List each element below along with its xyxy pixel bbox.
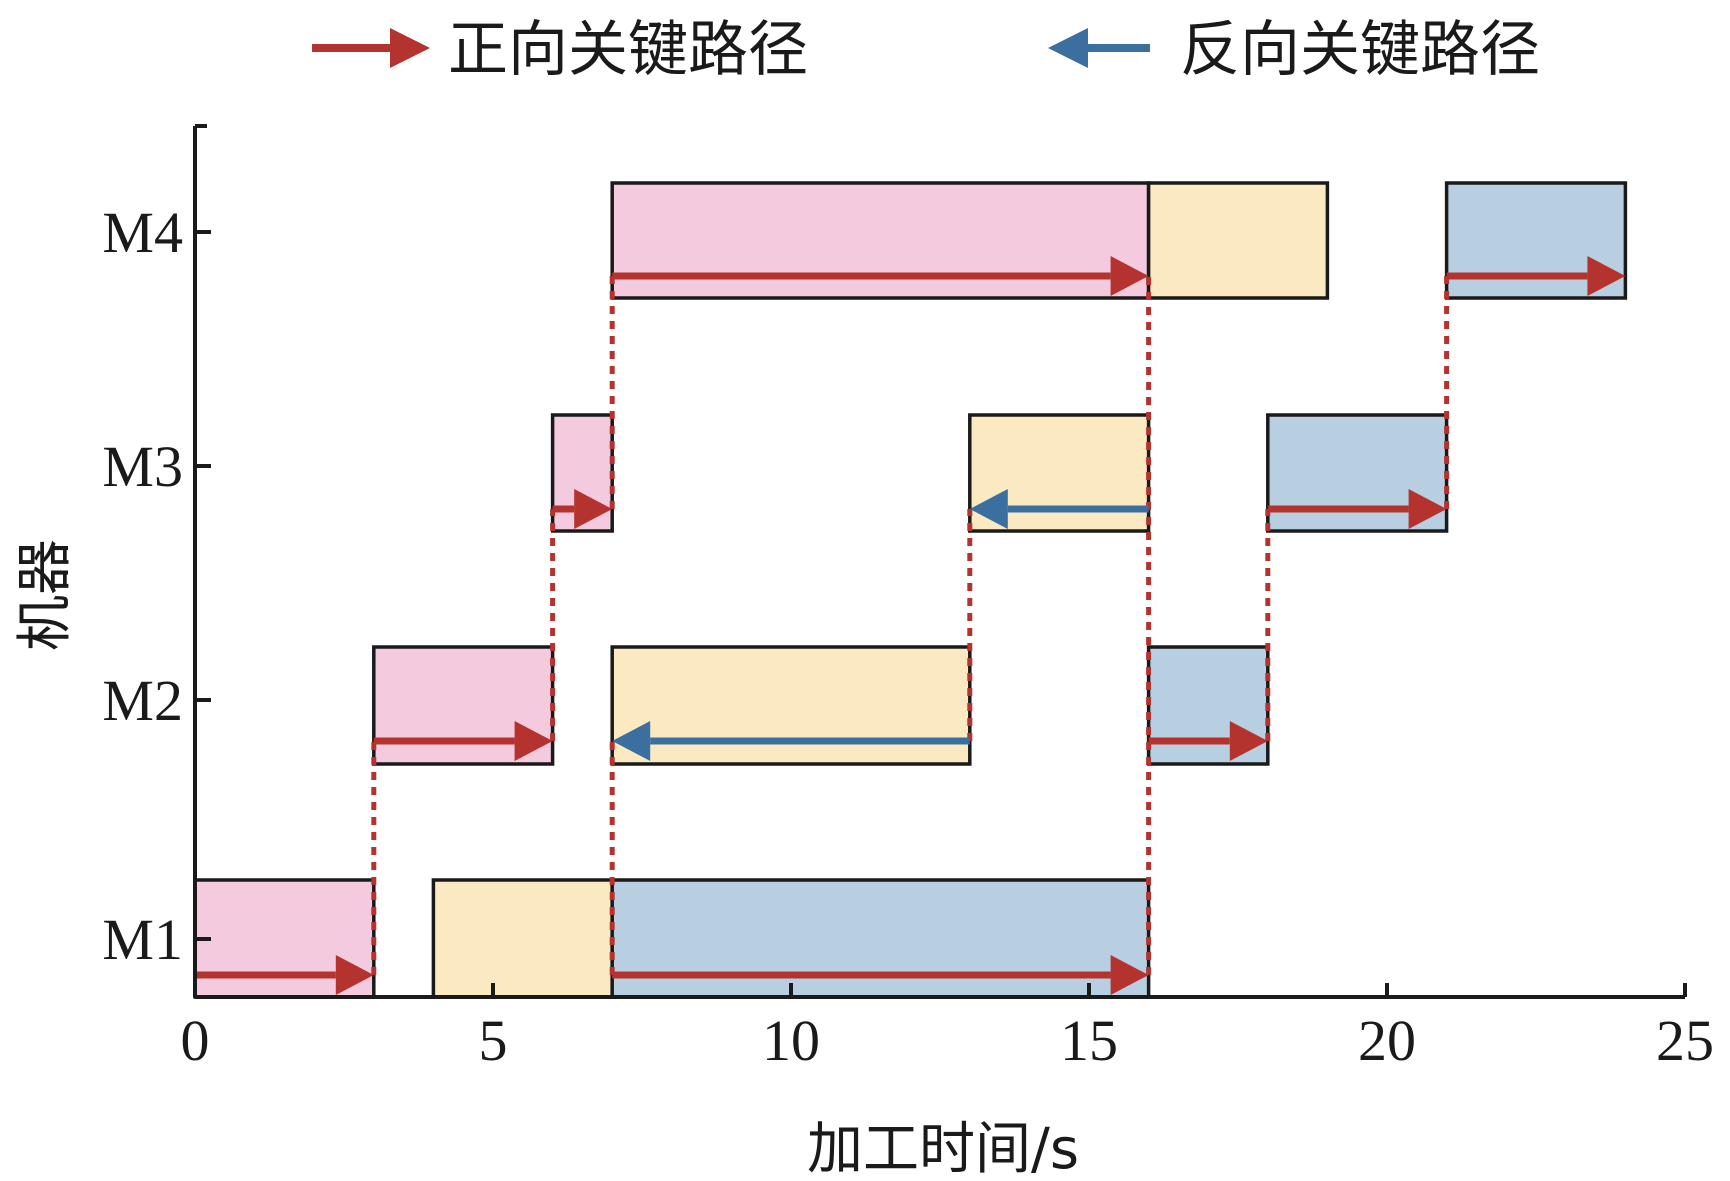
legend-forward-arrowhead-icon (390, 28, 430, 68)
x-tick-label-10: 10 (762, 1008, 820, 1073)
y-tick-label-m4: M4 (102, 200, 183, 265)
forward-path-arrowhead-2 (514, 721, 553, 761)
x-tick-label-25: 25 (1656, 1008, 1714, 1073)
backward-path-arrowhead-3 (612, 721, 651, 761)
y-tick-label-m3: M3 (102, 434, 183, 499)
x-tick-label-5: 5 (479, 1008, 508, 1073)
plot-area: 0 5 10 15 20 25 M1 M2 M3 M4 (102, 124, 1714, 1073)
task-bar-m1-2 (610, 878, 1151, 999)
forward-path-arrowhead-7 (1408, 489, 1447, 529)
task-bar-m4-10 (1146, 181, 1330, 300)
legend-backward-label: 反向关键路径 (1180, 15, 1540, 85)
task-bar-m1-1 (431, 878, 614, 999)
forward-path-arrowhead-5 (574, 489, 613, 529)
legend-backward-arrowhead-icon (1048, 28, 1088, 68)
legend-item-backward: 反向关键路径 (1048, 15, 1540, 85)
x-tick-label-15: 15 (1060, 1008, 1118, 1073)
forward-path-arrowhead-4 (1229, 721, 1268, 761)
forward-path-arrowhead-8 (1110, 256, 1149, 296)
x-tick-label-0: 0 (181, 1008, 210, 1073)
backward-path-arrowhead-6 (969, 489, 1008, 529)
y-tick-label-m2: M2 (102, 668, 183, 733)
y-axis-title: 机器 (13, 539, 78, 651)
task-bar-m2-4 (610, 645, 972, 766)
x-axis-title: 加工时间/s (807, 1117, 1079, 1181)
legend-forward-label: 正向关键路径 (448, 15, 808, 85)
forward-path-arrowhead-9 (1587, 256, 1626, 296)
task-bar-m4-9 (610, 181, 1151, 300)
forward-path-arrowhead-1 (1110, 955, 1149, 995)
legend: 正向关键路径 反向关键路径 (312, 15, 1540, 85)
forward-path-arrowhead-0 (335, 955, 374, 995)
y-tick-label-m1: M1 (102, 907, 183, 972)
legend-item-forward: 正向关键路径 (312, 15, 808, 85)
x-tick-label-20: 20 (1358, 1008, 1416, 1073)
